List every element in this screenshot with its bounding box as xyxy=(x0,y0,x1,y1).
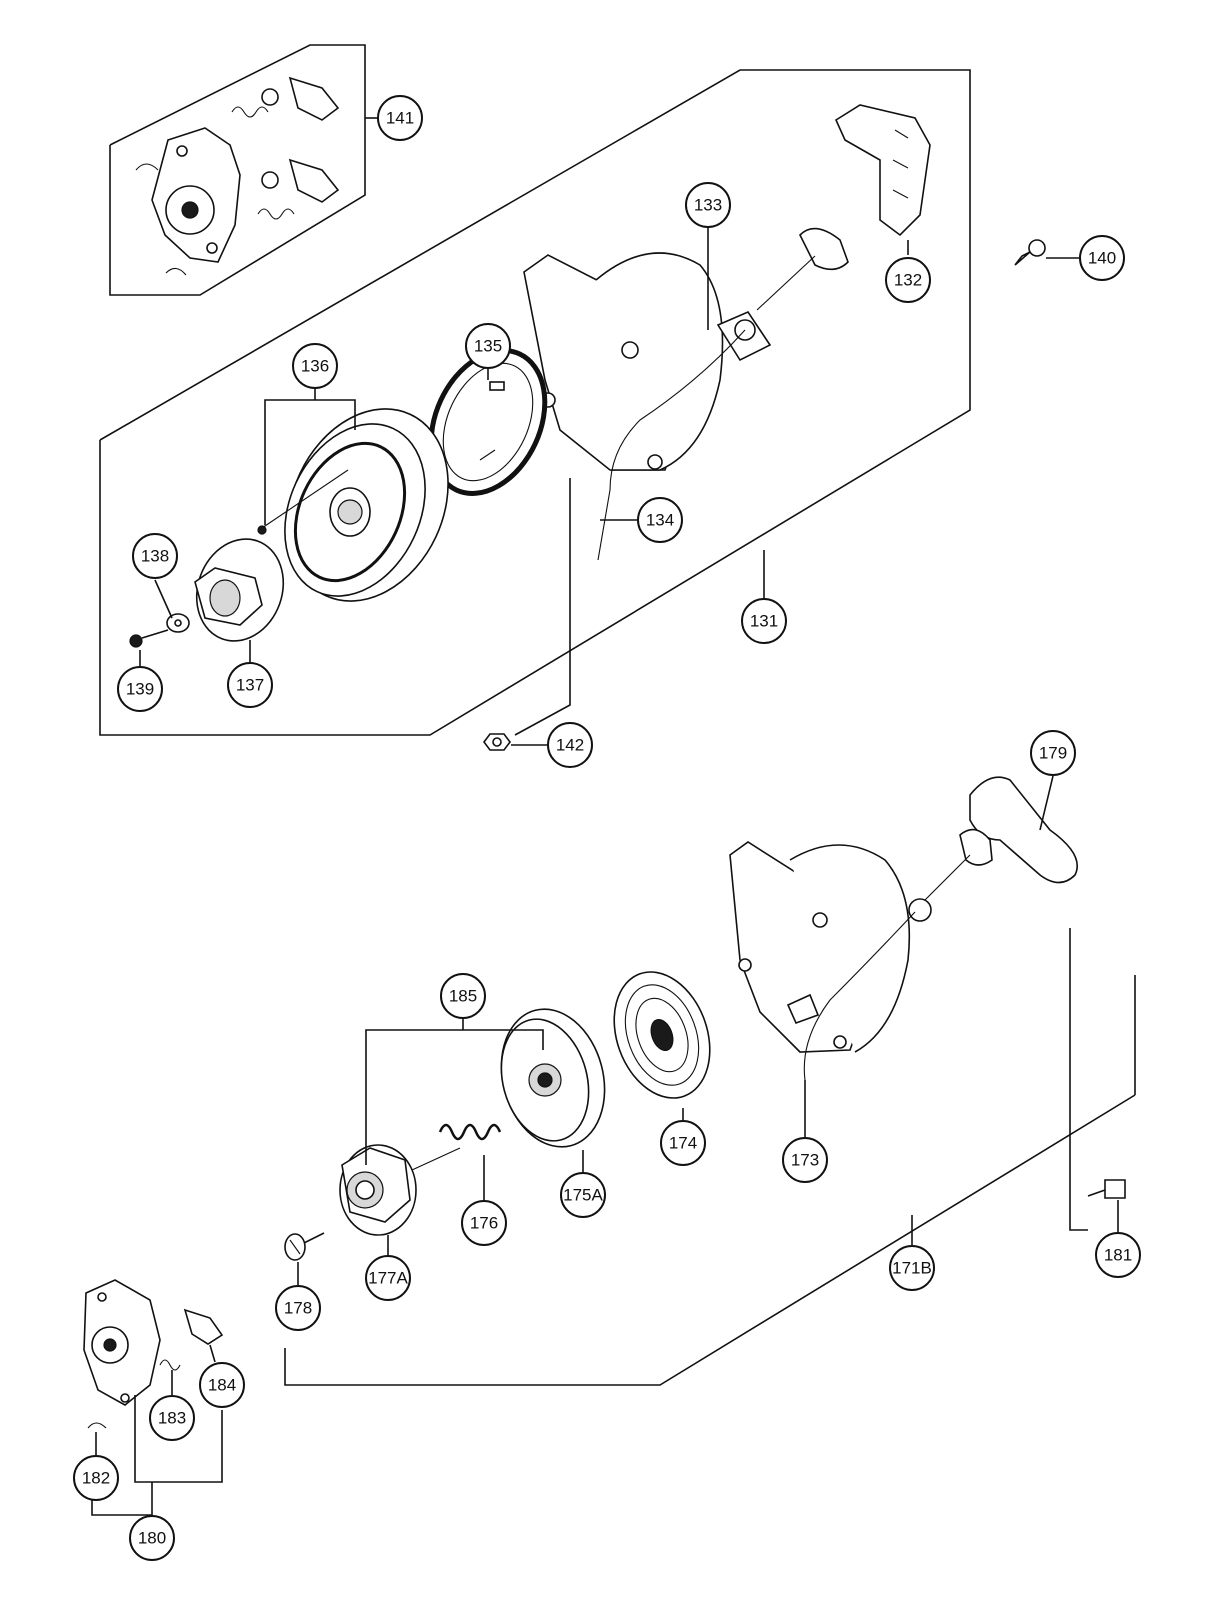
callout-176-text: 176 xyxy=(470,1214,498,1233)
bolt-181 xyxy=(1087,1179,1126,1199)
ratchet-137 xyxy=(194,538,285,642)
callout-177a-text: 177A xyxy=(368,1269,408,1288)
callout-142: 142 xyxy=(547,722,593,768)
callout-181: 181 xyxy=(1095,1232,1141,1278)
callout-181-text: 181 xyxy=(1104,1246,1132,1265)
callout-182: 182 xyxy=(73,1455,119,1501)
callout-137-text: 137 xyxy=(236,676,264,695)
bolt-140 xyxy=(1014,239,1046,266)
assembly-frame-131 xyxy=(99,69,971,736)
leader-lines xyxy=(91,117,1119,1516)
callout-178: 178 xyxy=(275,1285,321,1331)
callout-138: 138 xyxy=(132,533,178,579)
assembly-frame-141 xyxy=(109,44,366,296)
callout-177a: 177A xyxy=(365,1255,411,1301)
callout-179: 179 xyxy=(1030,730,1076,776)
callout-171b: 171B xyxy=(889,1245,935,1291)
starter-case-133 xyxy=(523,252,772,471)
recoil-spring-174 xyxy=(613,971,711,1099)
callout-183: 183 xyxy=(149,1395,195,1441)
callout-135-text: 135 xyxy=(474,337,502,356)
assembly-frame-171b xyxy=(284,928,1136,1386)
callout-133-text: 133 xyxy=(694,196,722,215)
callout-180-text: 180 xyxy=(138,1529,166,1548)
nut-142 xyxy=(483,733,511,751)
spring-176 xyxy=(411,1123,502,1171)
callout-176: 176 xyxy=(461,1200,507,1246)
ratchet-assembly-180 xyxy=(83,1279,224,1429)
callout-138-text: 138 xyxy=(141,547,169,566)
callout-134: 134 xyxy=(637,497,683,543)
callout-179-text: 179 xyxy=(1039,744,1067,763)
callout-132: 132 xyxy=(885,257,931,303)
callout-131: 131 xyxy=(741,598,787,644)
callout-140-text: 140 xyxy=(1088,249,1116,268)
callout-141: 141 xyxy=(377,95,423,141)
callout-136: 136 xyxy=(292,343,338,389)
ratchet-177a xyxy=(339,1144,417,1236)
starter-handle-132 xyxy=(756,104,931,311)
callout-182-text: 182 xyxy=(82,1469,110,1488)
callout-171b-text: 171B xyxy=(892,1259,932,1278)
callout-136-text: 136 xyxy=(301,357,329,376)
callout-174: 174 xyxy=(660,1120,706,1166)
callout-173: 173 xyxy=(782,1137,828,1183)
callout-184-text: 184 xyxy=(208,1376,236,1395)
recoil-spring-135 xyxy=(428,348,548,496)
callout-175a-text: 175A xyxy=(563,1186,603,1205)
callout-139-text: 139 xyxy=(126,680,154,699)
callout-183-text: 183 xyxy=(158,1409,186,1428)
starter-rope-134 xyxy=(597,329,746,561)
pulley-175a xyxy=(500,1008,606,1148)
ratchet-assembly-141 xyxy=(135,76,340,276)
callout-137: 137 xyxy=(227,662,273,708)
callout-133: 133 xyxy=(685,182,731,228)
callout-141-text: 141 xyxy=(386,109,414,128)
starter-rope-173 xyxy=(803,911,916,1081)
callout-131-text: 131 xyxy=(750,612,778,631)
callout-185: 185 xyxy=(440,973,486,1019)
screw-139 xyxy=(129,629,169,648)
callout-140: 140 xyxy=(1079,235,1125,281)
callout-135: 135 xyxy=(465,323,511,369)
screw-178 xyxy=(284,1232,325,1261)
callout-175a: 175A xyxy=(560,1172,606,1218)
starter-case-173 xyxy=(729,841,932,1053)
callout-178-text: 178 xyxy=(284,1299,312,1318)
callout-184: 184 xyxy=(199,1362,245,1408)
t-handle-179 xyxy=(924,776,1078,901)
callout-142-text: 142 xyxy=(556,736,584,755)
callout-173-text: 173 xyxy=(791,1151,819,1170)
callout-174-text: 174 xyxy=(669,1134,697,1153)
reel-pulley-136 xyxy=(257,408,449,602)
callout-180: 180 xyxy=(129,1515,175,1561)
callout-185-text: 185 xyxy=(449,987,477,1006)
callout-132-text: 132 xyxy=(894,271,922,290)
callout-139: 139 xyxy=(117,666,163,712)
callout-134-text: 134 xyxy=(646,511,674,530)
washer-138 xyxy=(166,613,190,633)
